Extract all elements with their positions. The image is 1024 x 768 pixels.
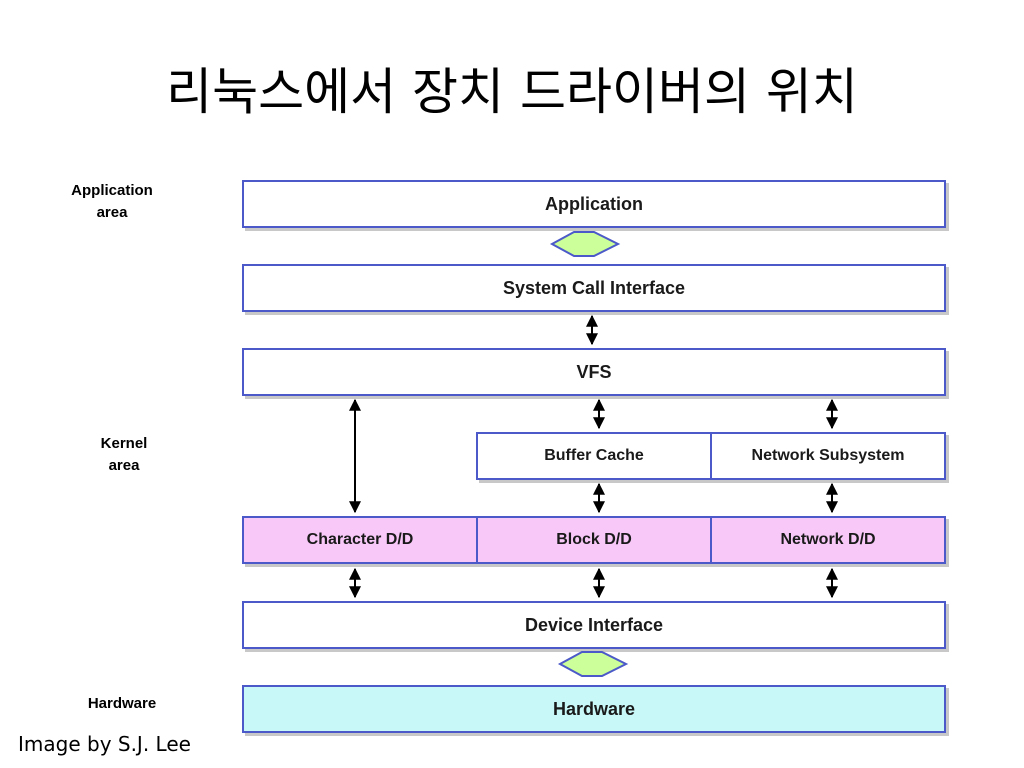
kernel-area-label: Kernel area [100,435,148,474]
device-interface-box: Device Interface [242,601,946,649]
application-layer-box: Application [242,180,946,228]
big-double-arrow-bottom [557,651,629,677]
application-area-label: Application area [71,182,153,221]
vfs-box: VFS [242,348,946,396]
slide-title: 리눅스에서 장치 드라이버의 위치 [166,63,858,121]
block-device-driver-box: Block D/D [476,516,712,564]
system-call-interface-box: System Call Interface [242,264,946,312]
hardware-area-label: Hardware [87,695,157,712]
network-subsystem-box: Network Subsystem [710,432,946,480]
character-device-driver-box: Character D/D [242,516,478,564]
network-device-driver-box: Network D/D [710,516,946,564]
buffer-cache-box: Buffer Cache [476,432,712,480]
big-double-arrow-top [549,231,621,257]
hardware-layer-box: Hardware [242,685,946,733]
image-credit: Image by S.J. Lee [18,732,191,756]
